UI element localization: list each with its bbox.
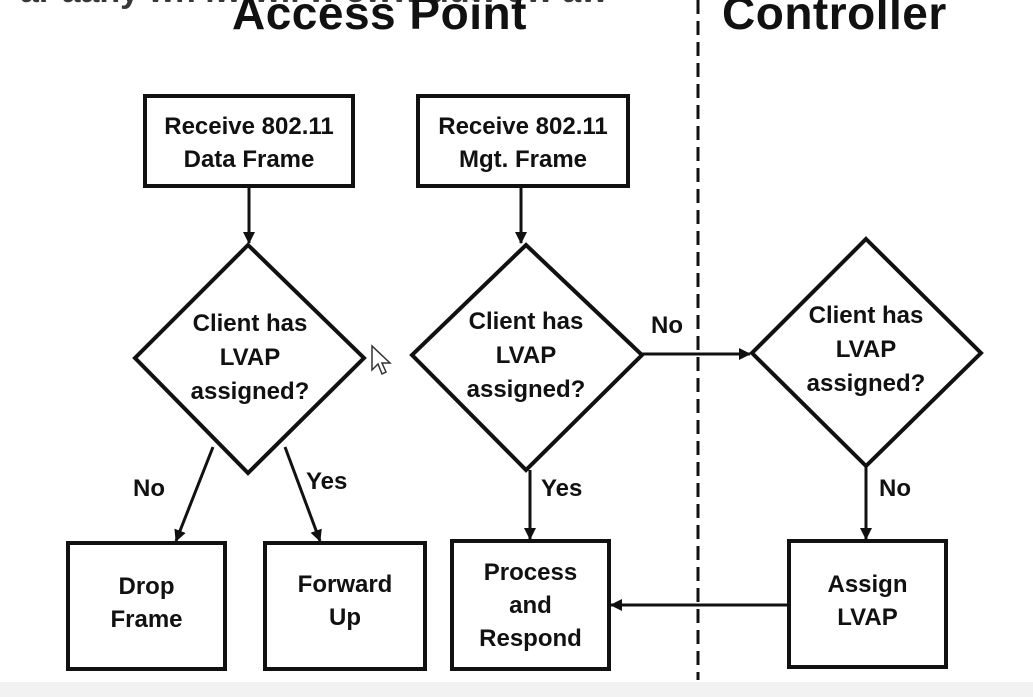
receive-mgt-frame-box (416, 94, 630, 188)
mouse-cursor-icon (371, 344, 392, 376)
data-no-label: No (133, 475, 165, 502)
drop-frame-label: Drop Frame (110, 573, 183, 633)
receive-mgt-frame-label: Receive 802.11 Mgt. Frame (438, 113, 608, 173)
process-respond-label: Process and Respond (479, 559, 582, 652)
assign-lvap-label: Assign LVAP (827, 571, 908, 631)
drop-frame-box (66, 541, 227, 671)
mgt-no-label: No (651, 312, 683, 339)
data-yes-to-forward-arrow (283, 446, 322, 542)
cropped-caption-text: ar aany wn iwrwii w oww uuw ow aw (20, 0, 608, 11)
data-yes-label: Yes (306, 468, 348, 495)
receive-data-frame-label: Receive 802.11 Data Frame (164, 113, 334, 173)
controller-decision-label: Client has LVAP assigned? (806, 302, 926, 397)
forward-up-label: Forward Up (297, 571, 393, 631)
mgt-yes-label: Yes (541, 475, 583, 502)
mgt-lvap-decision-diamond (409, 242, 645, 473)
controller-no-label: No (879, 475, 911, 502)
forward-up-box (263, 541, 427, 671)
controller-header: Controller (722, 0, 947, 39)
bottom-strip (0, 682, 1033, 697)
process-respond-box (450, 539, 611, 671)
data-decision-label: Client has LVAP assigned? (190, 310, 310, 405)
data-lvap-decision-diamond (132, 242, 367, 476)
access-point-header: Access Point (232, 0, 527, 39)
mgt-decision-label: Client has LVAP assigned? (466, 308, 586, 403)
data-no-to-drop-arrow (174, 446, 215, 542)
